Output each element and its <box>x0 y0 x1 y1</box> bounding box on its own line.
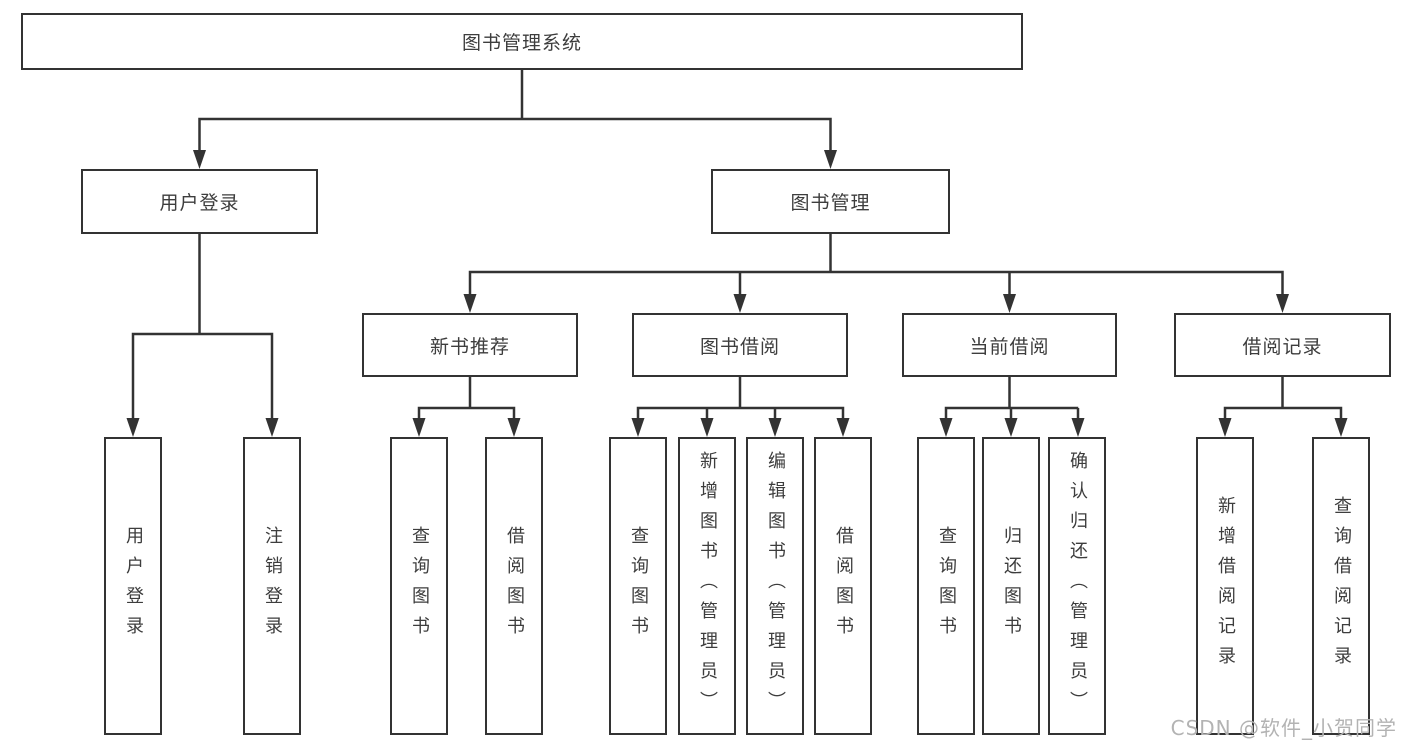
node-new-book-recommend-label: 新书推荐 <box>429 335 510 358</box>
node-recommend-borrow-books: 借阅图书 <box>485 437 543 735</box>
node-user-login-label: 用户登录 <box>123 526 144 646</box>
node-add-borrow-record: 新增借阅记录 <box>1196 437 1254 735</box>
node-library-system-label: 图书管理系统 <box>461 32 582 54</box>
node-recommend-query-books: 查询图书 <box>390 437 448 735</box>
node-borrow-query-books-label: 查询图书 <box>628 526 649 646</box>
node-logout-label: 注销登录 <box>262 526 283 646</box>
node-book-borrowing: 图书借阅 <box>632 313 848 377</box>
node-return-book: 归还图书 <box>982 437 1040 735</box>
node-query-borrow-record-label: 查询借阅记录 <box>1331 496 1352 676</box>
node-book-management: 图书管理 <box>711 169 950 234</box>
connector-segments <box>131 70 1343 423</box>
arrowhead-icons <box>126 150 1348 437</box>
node-user-login-branch-label: 用户登录 <box>159 192 240 214</box>
node-edit-book-admin-label: 编辑图书（管理员） <box>765 451 786 721</box>
watermark-text: CSDN @软件_小贺同学 <box>1170 716 1397 740</box>
node-user-login-branch: 用户登录 <box>81 169 318 234</box>
node-current-borrowing-label: 当前借阅 <box>969 335 1050 358</box>
node-confirm-return-admin: 确认归还（管理员） <box>1048 437 1106 735</box>
node-current-borrowing: 当前借阅 <box>902 313 1117 377</box>
node-borrow-query-books: 查询图书 <box>609 437 667 735</box>
node-borrow-books-label: 借阅图书 <box>833 526 854 646</box>
node-book-borrowing-label: 图书借阅 <box>699 335 780 358</box>
node-borrowing-records: 借阅记录 <box>1174 313 1391 377</box>
node-borrowing-records-label: 借阅记录 <box>1242 335 1323 358</box>
node-user-login: 用户登录 <box>104 437 162 735</box>
node-current-query-books: 查询图书 <box>917 437 975 735</box>
node-add-book-admin: 新增图书（管理员） <box>678 437 736 735</box>
node-query-borrow-record: 查询借阅记录 <box>1312 437 1370 735</box>
node-confirm-return-admin-label: 确认归还（管理员） <box>1067 451 1088 721</box>
node-add-book-admin-label: 新增图书（管理员） <box>697 451 718 721</box>
node-return-book-label: 归还图书 <box>1001 526 1022 646</box>
node-add-borrow-record-label: 新增借阅记录 <box>1215 496 1236 676</box>
node-borrow-books: 借阅图书 <box>814 437 872 735</box>
node-recommend-borrow-books-label: 借阅图书 <box>504 526 525 646</box>
node-logout: 注销登录 <box>243 437 301 735</box>
node-current-query-books-label: 查询图书 <box>936 526 957 646</box>
node-new-book-recommend: 新书推荐 <box>362 313 578 377</box>
node-library-system: 图书管理系统 <box>21 13 1023 70</box>
node-edit-book-admin: 编辑图书（管理员） <box>746 437 804 735</box>
node-book-management-label: 图书管理 <box>790 192 871 214</box>
node-recommend-query-books-label: 查询图书 <box>409 526 430 646</box>
